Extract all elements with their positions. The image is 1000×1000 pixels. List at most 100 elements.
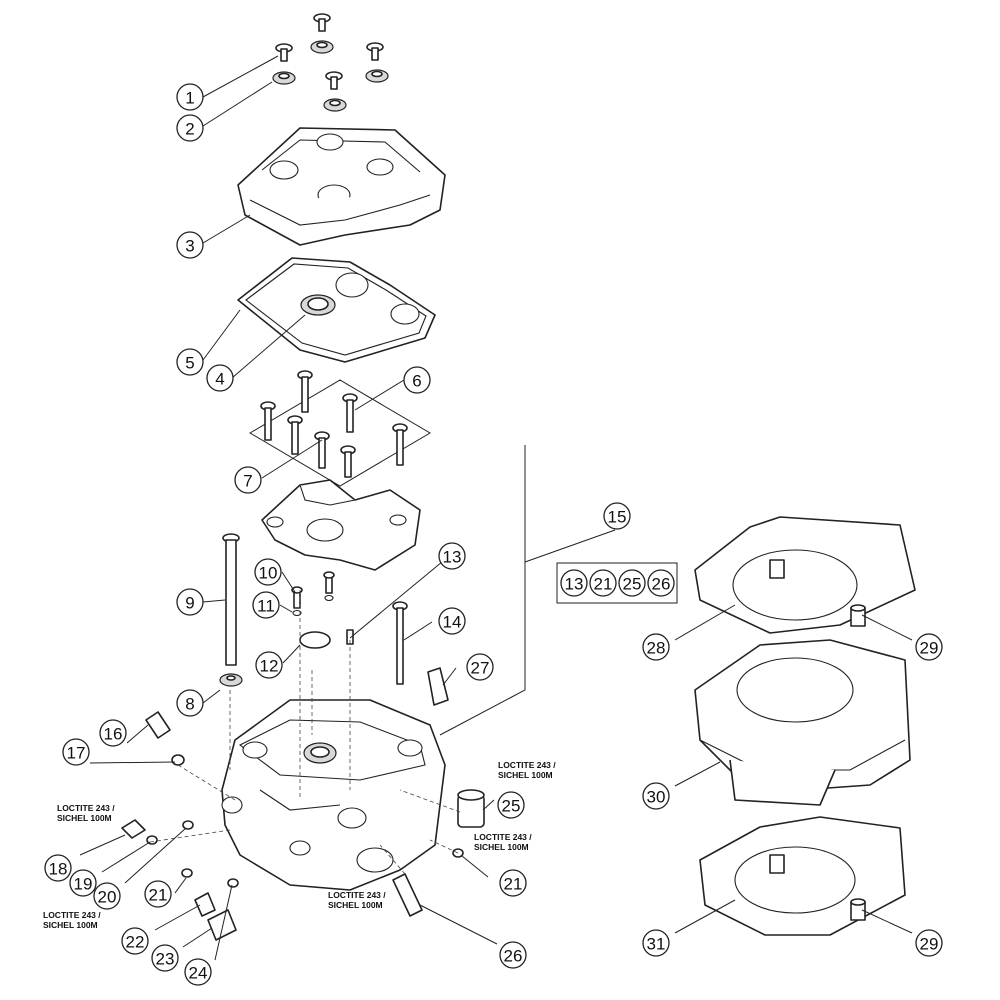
callout-21-right: 21 — [499, 869, 527, 897]
long-bolt — [392, 601, 408, 685]
head-stud — [219, 533, 243, 687]
callout-10: 10 — [254, 558, 282, 586]
o-ring — [299, 631, 331, 649]
leader-lines — [79, 55, 913, 961]
svg-text:27: 27 — [471, 659, 490, 678]
svg-text:23: 23 — [156, 950, 175, 969]
cover-gasket — [237, 257, 436, 363]
callout-28: 28 — [642, 633, 670, 661]
valve-cover — [237, 127, 446, 246]
sleeve-27 — [427, 667, 449, 706]
assembly-lines — [149, 590, 461, 875]
svg-text:LOCTITE 243 /: LOCTITE 243 / — [328, 890, 386, 900]
callout-31: 31 — [642, 929, 670, 957]
loctite-note-21-right: LOCTITE 243 / SICHEL 100M — [474, 832, 532, 852]
callout-30: 30 — [642, 782, 670, 810]
callouts: 1 2 3 4 5 6 7 8 9 10 11 12 13 14 15 16 1… — [44, 83, 943, 986]
callout-8: 8 — [176, 689, 204, 717]
callout-1: 1 — [176, 83, 204, 111]
svg-text:24: 24 — [189, 964, 208, 983]
camshaft-bolt-set — [249, 370, 431, 487]
svg-text:LOCTITE 243 /: LOCTITE 243 / — [43, 910, 101, 920]
callout-9: 9 — [176, 588, 204, 616]
svg-text:10: 10 — [259, 564, 278, 583]
svg-text:28: 28 — [647, 639, 666, 658]
callout-11: 11 — [252, 591, 280, 619]
loctite-notes: LOCTITE 243 / SICHEL 100M LOCTITE 243 / … — [43, 760, 556, 930]
svg-text:17: 17 — [67, 744, 86, 763]
callout-23: 23 — [151, 944, 179, 972]
callout-2: 2 — [176, 114, 204, 142]
svg-text:25: 25 — [623, 575, 642, 594]
callout-6: 6 — [403, 366, 431, 394]
callout-5: 5 — [176, 348, 204, 376]
callout-29-bottom: 29 — [915, 929, 943, 957]
svg-text:12: 12 — [260, 657, 279, 676]
svg-text:1: 1 — [185, 89, 194, 108]
cover-bolts — [275, 13, 384, 90]
cover-washers — [272, 40, 389, 112]
svg-text:9: 9 — [185, 594, 194, 613]
callout-19: 19 — [69, 869, 97, 897]
svg-text:4: 4 — [215, 370, 224, 389]
base-gasket-top — [694, 516, 916, 634]
svg-text:LOCTITE 243 /: LOCTITE 243 / — [57, 803, 115, 813]
callout-7: 7 — [234, 466, 262, 494]
svg-text:6: 6 — [412, 372, 421, 391]
cylinder-head — [221, 699, 446, 891]
svg-text:15: 15 — [608, 508, 627, 527]
callout-20: 20 — [93, 882, 121, 910]
svg-text:SICHEL 100M: SICHEL 100M — [57, 813, 112, 823]
loctite-note-25: LOCTITE 243 / SICHEL 100M — [498, 760, 556, 780]
loctite-note-fitting-18: LOCTITE 243 / SICHEL 100M — [57, 803, 115, 823]
callout-12: 12 — [255, 651, 283, 679]
svg-text:LOCTITE 243 /: LOCTITE 243 / — [474, 832, 532, 842]
svg-text:8: 8 — [185, 695, 194, 714]
kit-item-26: 26 — [647, 569, 675, 597]
callout-25: 25 — [497, 791, 525, 819]
callout-29-top: 29 — [915, 633, 943, 661]
cylinder — [694, 639, 911, 806]
kit-item-21: 21 — [589, 569, 617, 597]
loctite-note-fitting-21-left: LOCTITE 243 / SICHEL 100M — [43, 910, 101, 930]
callout-17: 17 — [62, 738, 90, 766]
callout-4: 4 — [206, 364, 234, 392]
svg-text:29: 29 — [920, 639, 939, 658]
loctite-note-26: LOCTITE 243 / SICHEL 100M — [328, 890, 386, 910]
svg-text:22: 22 — [126, 933, 145, 952]
base-gasket-bottom — [699, 816, 906, 936]
svg-text:13: 13 — [443, 548, 462, 567]
camshaft-bridge — [261, 479, 421, 571]
svg-text:13: 13 — [565, 575, 584, 594]
callout-15: 15 — [603, 502, 631, 530]
dowel-29-top — [850, 604, 866, 627]
callout-24: 24 — [184, 958, 212, 986]
callout-27: 27 — [466, 653, 494, 681]
part-drawings — [121, 13, 916, 941]
svg-text:30: 30 — [647, 788, 666, 807]
svg-text:21: 21 — [149, 886, 168, 905]
kit-box: 13 21 25 26 — [556, 562, 678, 604]
callout-18: 18 — [44, 854, 72, 882]
callout-13: 13 — [438, 542, 466, 570]
svg-text:25: 25 — [502, 797, 521, 816]
svg-text:20: 20 — [98, 888, 117, 907]
svg-text:21: 21 — [594, 575, 613, 594]
svg-text:7: 7 — [243, 472, 252, 491]
dowel-29-bottom — [850, 898, 866, 921]
callout-26: 26 — [499, 941, 527, 969]
callout-14: 14 — [438, 607, 466, 635]
svg-text:SICHEL 100M: SICHEL 100M — [328, 900, 383, 910]
svg-text:SICHEL 100M: SICHEL 100M — [498, 770, 553, 780]
svg-text:2: 2 — [185, 120, 194, 139]
svg-text:SICHEL 100M: SICHEL 100M — [474, 842, 529, 852]
svg-text:SICHEL 100M: SICHEL 100M — [43, 920, 98, 930]
svg-text:16: 16 — [104, 725, 123, 744]
svg-text:29: 29 — [920, 935, 939, 954]
svg-text:3: 3 — [185, 237, 194, 256]
small-screws — [291, 571, 335, 617]
svg-text:11: 11 — [257, 597, 275, 616]
svg-text:31: 31 — [647, 935, 666, 954]
svg-text:14: 14 — [443, 613, 462, 632]
